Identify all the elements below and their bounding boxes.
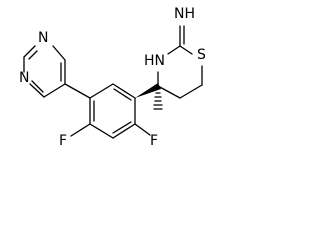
benzene-ring — [89, 83, 136, 139]
thiazine-ring — [157, 45, 203, 99]
atom-ring-nh: HN — [144, 53, 165, 69]
atom-fluorine-left: F — [59, 133, 67, 149]
imine-double-bond — [179, 25, 185, 47]
fluorine-left-bond — [70, 123, 91, 137]
atom-sulfur: S — [197, 47, 206, 63]
atom-imine-nh: NH — [174, 6, 195, 22]
fluorine-right-bond — [134, 123, 151, 136]
chemical-structure: NH HN S N N F F — [19, 6, 206, 149]
wedge-bond — [135, 83, 161, 98]
atom-fluorine-right: F — [150, 133, 158, 149]
atom-pyrimidine-n-top: N — [38, 30, 48, 46]
biaryl-bond — [64, 83, 91, 99]
atom-pyrimidine-n-left: N — [19, 70, 29, 86]
methyl-hash-bond — [153, 92, 163, 110]
pyrimidine-ring — [23, 45, 66, 98]
